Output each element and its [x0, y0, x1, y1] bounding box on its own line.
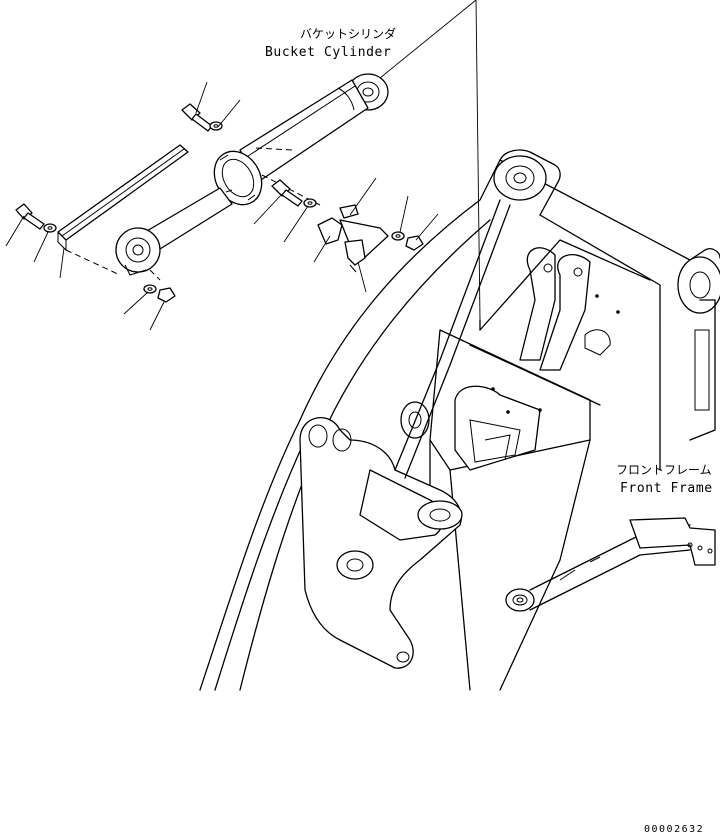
leader-lines: [5, 0, 481, 331]
fasteners: [15, 103, 424, 303]
bucket-cylinder-label-en: Bucket Cylinder: [265, 45, 391, 60]
guard-bar: [57, 144, 189, 276]
drawing-code: 00002632: [644, 824, 704, 835]
front-frame-label-jp: フロントフレーム: [616, 463, 712, 477]
bucket-cylinder-label-jp: バケットシリンダ: [300, 26, 396, 41]
clamp-bracket: [317, 204, 389, 273]
bucket-cylinder: [115, 73, 389, 281]
front-frame: [199, 149, 720, 691]
front-frame-label-en: Front Frame: [620, 481, 713, 496]
